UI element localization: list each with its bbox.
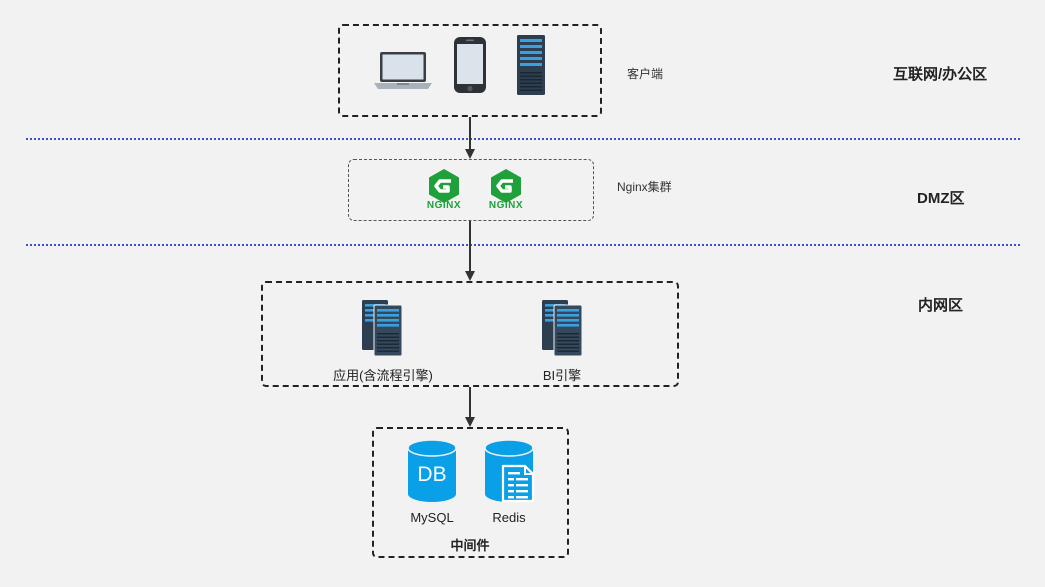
- zone-label-dmz: DMZ区: [917, 190, 965, 207]
- redis-label: Redis: [492, 510, 526, 525]
- bi-server-label: BI引擎: [542, 368, 582, 383]
- laptop-icon: [374, 52, 432, 89]
- zone-divider-internet-dmz: [26, 138, 1020, 140]
- nginx-cluster-label: Nginx集群: [617, 180, 672, 194]
- middleware-title: 中间件: [450, 538, 490, 553]
- zone-label-internet: 互联网/办公区: [893, 66, 988, 83]
- phone-icon: [454, 37, 486, 93]
- database-icon: [407, 439, 457, 502]
- client-group: [338, 24, 602, 117]
- server-icon: [517, 35, 545, 95]
- server-icon: [542, 300, 583, 357]
- zone-label-intranet: 内网区: [918, 297, 964, 314]
- server-icon: [362, 300, 403, 357]
- app-server-label: 应用(含流程引擎): [333, 368, 433, 383]
- middleware-group: [372, 427, 569, 558]
- redis-document-icon: [484, 439, 535, 503]
- app-group: [261, 281, 679, 387]
- zone-divider-dmz-intranet: [26, 244, 1020, 246]
- nginx-cluster-group: [348, 159, 594, 221]
- nginx-logo-text-2: NGINX: [488, 200, 524, 211]
- nginx-logo-text-1: NGINX: [426, 200, 462, 211]
- nginx-logo-icon: [491, 169, 521, 203]
- nginx-logo-icon: [429, 169, 459, 203]
- database-icon-text: DB: [417, 463, 447, 486]
- client-label: 客户端: [627, 67, 664, 81]
- mysql-label: MySQL: [410, 510, 454, 525]
